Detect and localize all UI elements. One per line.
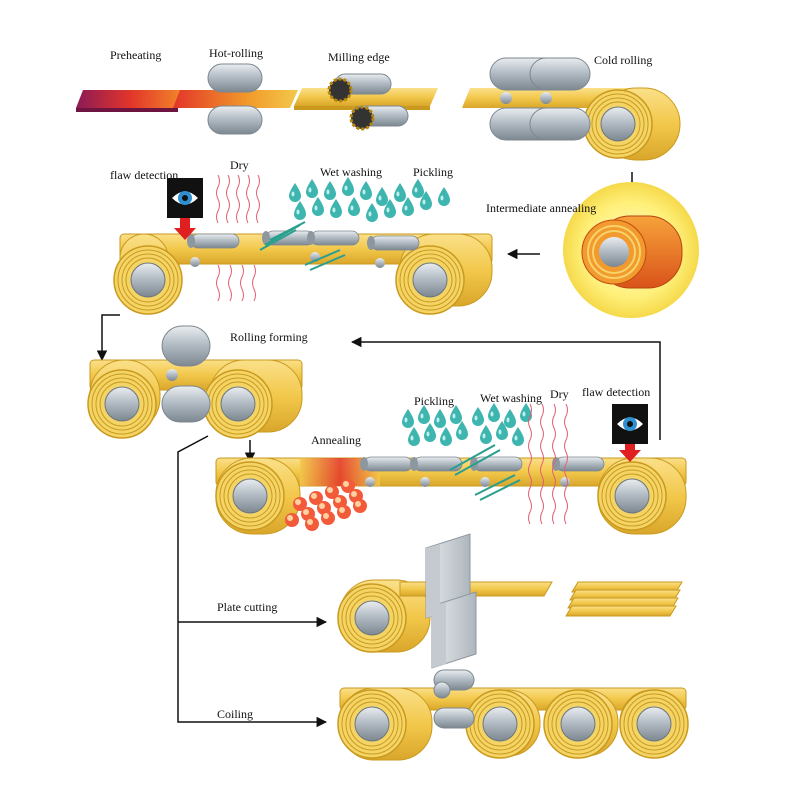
washing-brush-2 (449, 444, 521, 501)
label-milling-edge: Milling edge (328, 50, 390, 64)
arrow-to-rolling-forming (96, 314, 120, 362)
flaw-detector-1 (167, 178, 203, 240)
label-hot-rolling: Hot-rolling (209, 46, 263, 60)
wet-washing-drops-1 (289, 177, 372, 220)
label-pickling-1: Pickling (413, 165, 454, 179)
label-flaw-detection-2: flaw detection (582, 385, 651, 399)
label-intermediate-annealing: Intermediate annealing (486, 201, 597, 215)
label-rolling-forming: Rolling forming (230, 330, 308, 344)
label-annealing: Annealing (311, 433, 361, 447)
label-wet-washing-2: Wet washing (480, 391, 543, 405)
coiling-stage (337, 669, 689, 761)
milling-edge-stage (294, 73, 438, 131)
label-flaw-detection-1: flaw detection (110, 168, 179, 182)
pickling-drops-2 (402, 405, 468, 446)
hot-rolling-stage (173, 63, 298, 135)
arrow-return-to-forming (350, 336, 661, 440)
cold-rolling-stage (462, 57, 681, 161)
annealing-line (215, 456, 687, 535)
row2-line (113, 230, 493, 315)
cut-plates-stack (565, 581, 683, 617)
label-cold-rolling: Cold rolling (594, 53, 653, 67)
washing-brush-1 (259, 221, 346, 271)
label-coiling: Coiling (217, 707, 254, 721)
dry-zone-1 (216, 174, 260, 302)
label-dry-1: Dry (230, 158, 249, 172)
preheating-strip (76, 90, 185, 112)
plate-cutting-stage (337, 533, 683, 669)
label-preheating: Preheating (110, 48, 162, 62)
wet-washing-drops-2 (472, 403, 532, 446)
flaw-detector-2 (612, 404, 648, 462)
pickling-drops-1 (366, 179, 450, 222)
rolling-forming-stage (87, 325, 303, 439)
intermediate-annealing-furnace (563, 182, 699, 318)
label-wet-washing-1: Wet washing (320, 165, 383, 179)
dry-zone-2 (528, 403, 568, 525)
label-dry-2: Dry (550, 387, 569, 401)
label-plate-cutting: Plate cutting (217, 600, 278, 614)
arrow-to-coiling (177, 435, 328, 728)
label-pickling-2: Pickling (414, 394, 455, 408)
